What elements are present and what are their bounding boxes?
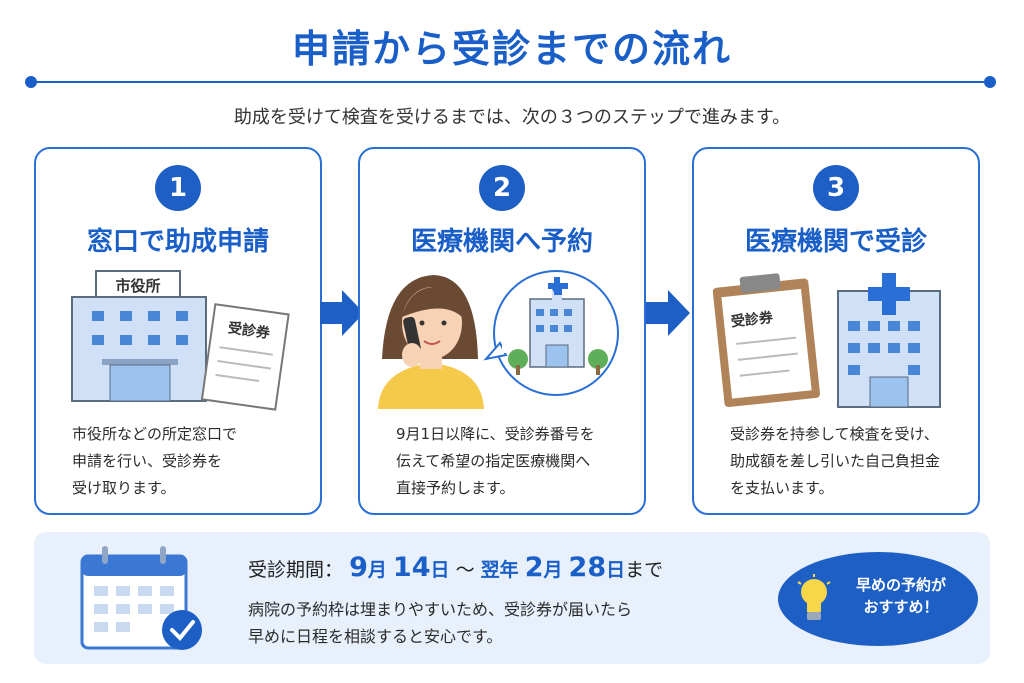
title-divider — [30, 81, 990, 83]
step-card-3: 3 医療機関で受診 受診券 受診券を持参して検査を受け、 助成額を差し引いた自己… — [692, 147, 980, 515]
divider-dot-right — [984, 76, 996, 88]
next-year: 翌年 — [480, 559, 519, 581]
hospital-icon — [529, 277, 585, 368]
building-sign: 市役所 — [115, 277, 160, 295]
step-card-2: 2 医療機関へ予約 9月1日以降に、受診券番号を 伝えて希 — [358, 147, 646, 515]
clipboard-icon: 受診券 — [712, 273, 941, 408]
period-label: 受診期間： — [248, 559, 344, 581]
step-title: 医療機関で受診 — [744, 227, 927, 257]
start-month: 9 — [349, 552, 368, 583]
day-unit: 日 — [606, 559, 626, 581]
step-title: 窓口で助成申請 — [86, 227, 269, 257]
step-number-badge: 3 — [813, 165, 859, 211]
booking-note: 病院の予約枠は埋まりやすいため、受診券が届いたら 早めに日程を相談すると安心です… — [248, 600, 633, 646]
step-title: 医療機関へ予約 — [410, 227, 593, 257]
page-subtitle: 助成を受けて検査を受けるまでは、次の３つのステップで進みます。 — [233, 107, 791, 128]
step-number-badge: 2 — [479, 165, 525, 211]
step-number-badge: 1 — [155, 165, 201, 211]
month-unit: 月 — [543, 559, 563, 581]
day-unit: 日 — [430, 559, 450, 581]
consultation-period: 受診期間： 9月 14日 〜 翌年 2月 28日まで — [248, 552, 663, 583]
clipboard-label: 受診券 — [730, 309, 775, 330]
tree-icon — [508, 349, 608, 375]
period-suffix: まで — [625, 559, 664, 581]
end-day: 28 — [568, 552, 607, 583]
calendar-icon — [80, 546, 202, 650]
hospital-icon — [837, 273, 941, 408]
month-unit: 月 — [367, 559, 387, 581]
city-hall-icon: 市役所 受診券 — [71, 270, 290, 411]
tip-bubble: 早めの予約が おすすめ！ — [778, 552, 978, 646]
ticket-label: 受診券 — [227, 319, 272, 342]
period-panel: 受診期間： 9月 14日 〜 翌年 2月 28日まで 病院の予約枠は埋まりやすい… — [34, 532, 990, 664]
range-tilde: 〜 — [455, 559, 475, 581]
start-day: 14 — [392, 552, 431, 583]
page-title: 申請から受診までの流れ — [291, 27, 732, 71]
check-icon — [162, 610, 202, 650]
tip-text: 早めの予約が おすすめ！ — [855, 576, 946, 616]
lightbulb-icon — [797, 574, 831, 620]
arrow-right-icon — [320, 290, 364, 336]
divider-dot-left — [25, 76, 37, 88]
ticket-icon: 受診券 — [200, 303, 290, 411]
step-card-1: 1 窓口で助成申請 市役所 受診券 市役所などの所定窓口で 申請を行い、受診券を… — [34, 147, 322, 515]
step-description: 市役所などの所定窓口で 申請を行い、受診券を 受け取ります。 — [72, 425, 238, 497]
end-month: 2 — [524, 552, 544, 583]
woman-on-phone-icon — [378, 270, 619, 409]
step-description: 受診券を持参して検査を受け、 助成額を差し引いた自己負担金 を支払います。 — [730, 425, 941, 497]
step-description: 9月1日以降に、受診券番号を 伝えて希望の指定医療機関へ 直接予約します。 — [396, 425, 595, 497]
arrow-right-icon — [646, 290, 690, 336]
